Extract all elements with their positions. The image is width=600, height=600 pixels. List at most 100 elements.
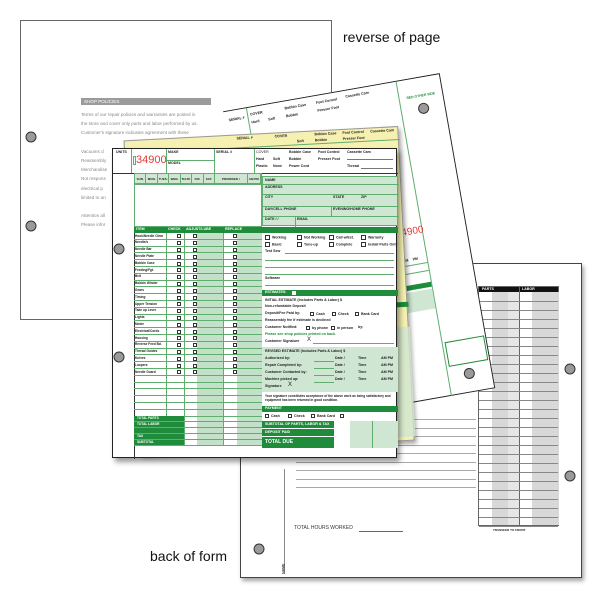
work-description-area[interactable] bbox=[134, 184, 262, 227]
work-option-checkbox[interactable] bbox=[265, 242, 270, 247]
input-line[interactable] bbox=[314, 374, 334, 376]
item-checkbox[interactable] bbox=[233, 275, 237, 280]
work-option-checkbox[interactable] bbox=[361, 235, 366, 240]
date-field[interactable]: DATE / / bbox=[265, 217, 279, 221]
item-checkbox[interactable] bbox=[233, 343, 237, 348]
pay-bank-card-checkbox[interactable] bbox=[311, 414, 315, 418]
day-phone-field[interactable]: DAY/CELL PHONE bbox=[265, 207, 297, 211]
item-checkbox[interactable] bbox=[177, 268, 181, 273]
day-cell[interactable]: AM PM bbox=[247, 174, 262, 183]
item-checkbox[interactable] bbox=[233, 241, 237, 246]
item-checkbox[interactable] bbox=[233, 329, 237, 334]
item-checkbox[interactable] bbox=[193, 281, 197, 286]
item-checkbox[interactable] bbox=[233, 261, 237, 266]
day-cell[interactable]: MON. bbox=[146, 174, 158, 183]
day-cell[interactable]: SAT. bbox=[203, 174, 216, 183]
item-checkbox[interactable] bbox=[193, 254, 197, 259]
day-cell[interactable]: WED. bbox=[169, 174, 181, 183]
item-checkbox[interactable] bbox=[177, 302, 181, 307]
item-checkbox[interactable] bbox=[177, 349, 181, 354]
item-checkbox[interactable] bbox=[233, 315, 237, 320]
input-line[interactable] bbox=[314, 367, 334, 369]
item-checkbox[interactable] bbox=[233, 247, 237, 252]
item-checkbox[interactable] bbox=[233, 370, 237, 375]
work-option-checkbox[interactable] bbox=[329, 235, 334, 240]
cash-checkbox[interactable] bbox=[310, 311, 314, 316]
bank-card-checkbox[interactable] bbox=[355, 311, 359, 316]
item-checkbox[interactable] bbox=[233, 288, 237, 293]
state-field[interactable]: STATE bbox=[333, 195, 345, 199]
item-checkbox[interactable] bbox=[233, 281, 237, 286]
item-checkbox[interactable] bbox=[193, 309, 197, 314]
day-cell[interactable]: FRI. bbox=[192, 174, 204, 183]
item-checkbox[interactable] bbox=[233, 268, 237, 273]
pay-other-checkbox[interactable] bbox=[340, 414, 344, 418]
item-checkbox[interactable] bbox=[177, 336, 181, 341]
item-checkbox[interactable] bbox=[177, 247, 181, 252]
item-checkbox[interactable] bbox=[177, 288, 181, 293]
item-checkbox[interactable] bbox=[177, 241, 181, 246]
item-checkbox[interactable] bbox=[177, 322, 181, 327]
item-checkbox[interactable] bbox=[193, 329, 197, 334]
item-checkbox[interactable] bbox=[193, 247, 197, 252]
item-checkbox[interactable] bbox=[233, 302, 237, 307]
city-field[interactable]: CITY bbox=[265, 195, 274, 199]
item-checkbox[interactable] bbox=[193, 370, 197, 375]
item-checkbox[interactable] bbox=[193, 302, 197, 307]
item-checkbox[interactable] bbox=[193, 241, 197, 246]
work-option-checkbox[interactable] bbox=[297, 235, 302, 240]
item-checkbox[interactable] bbox=[193, 234, 197, 239]
item-checkbox[interactable] bbox=[177, 343, 181, 348]
pay-check-checkbox[interactable] bbox=[288, 414, 292, 418]
item-checkbox[interactable] bbox=[193, 322, 197, 327]
item-checkbox[interactable] bbox=[177, 370, 181, 375]
input-line[interactable] bbox=[314, 381, 334, 383]
item-checkbox[interactable] bbox=[233, 356, 237, 361]
item-checkbox[interactable] bbox=[193, 288, 197, 293]
item-checkbox[interactable] bbox=[193, 343, 197, 348]
day-cell[interactable]: TUES. bbox=[157, 174, 170, 183]
item-checkbox[interactable] bbox=[193, 356, 197, 361]
evening-phone-field[interactable]: EVENING/HOME PHONE bbox=[333, 207, 375, 211]
item-checkbox[interactable] bbox=[233, 363, 237, 368]
item-checkbox[interactable] bbox=[193, 363, 197, 368]
item-checkbox[interactable] bbox=[177, 315, 181, 320]
estimates-checkbox[interactable] bbox=[292, 291, 296, 295]
item-checkbox[interactable] bbox=[193, 261, 197, 266]
item-checkbox[interactable] bbox=[233, 309, 237, 314]
zip-field[interactable]: ZIP bbox=[361, 195, 367, 199]
item-checkbox[interactable] bbox=[177, 363, 181, 368]
address-field[interactable]: ADDRESS bbox=[265, 185, 283, 189]
work-option-checkbox[interactable] bbox=[265, 235, 270, 240]
day-cell[interactable]: SUN. bbox=[135, 174, 147, 183]
item-checkbox[interactable] bbox=[233, 234, 237, 239]
item-checkbox[interactable] bbox=[193, 268, 197, 273]
day-cell[interactable]: PROMISED / bbox=[215, 174, 248, 183]
item-checkbox[interactable] bbox=[177, 254, 181, 259]
by-phone-checkbox[interactable] bbox=[306, 325, 310, 330]
item-checkbox[interactable] bbox=[177, 261, 181, 266]
input-line[interactable] bbox=[314, 360, 334, 362]
item-checkbox[interactable] bbox=[177, 356, 181, 361]
item-checkbox[interactable] bbox=[193, 349, 197, 354]
item-checkbox[interactable] bbox=[233, 254, 237, 259]
item-checkbox[interactable] bbox=[193, 275, 197, 280]
item-checkbox[interactable] bbox=[177, 281, 181, 286]
item-checkbox[interactable] bbox=[177, 275, 181, 280]
work-option-checkbox[interactable] bbox=[329, 242, 334, 247]
item-checkbox[interactable] bbox=[233, 349, 237, 354]
item-checkbox[interactable] bbox=[193, 336, 197, 341]
item-checkbox[interactable] bbox=[233, 336, 237, 341]
name-field[interactable]: NAME bbox=[265, 177, 276, 182]
work-option-checkbox[interactable] bbox=[297, 242, 302, 247]
item-checkbox[interactable] bbox=[177, 309, 181, 314]
item-checkbox[interactable] bbox=[177, 329, 181, 334]
item-checkbox[interactable] bbox=[193, 295, 197, 300]
item-checkbox[interactable] bbox=[177, 295, 181, 300]
item-checkbox[interactable] bbox=[233, 322, 237, 327]
work-option-checkbox[interactable] bbox=[361, 242, 366, 247]
item-checkbox[interactable] bbox=[177, 234, 181, 239]
email-field[interactable]: EMAIL bbox=[297, 217, 309, 221]
item-checkbox[interactable] bbox=[193, 315, 197, 320]
item-checkbox[interactable] bbox=[233, 295, 237, 300]
